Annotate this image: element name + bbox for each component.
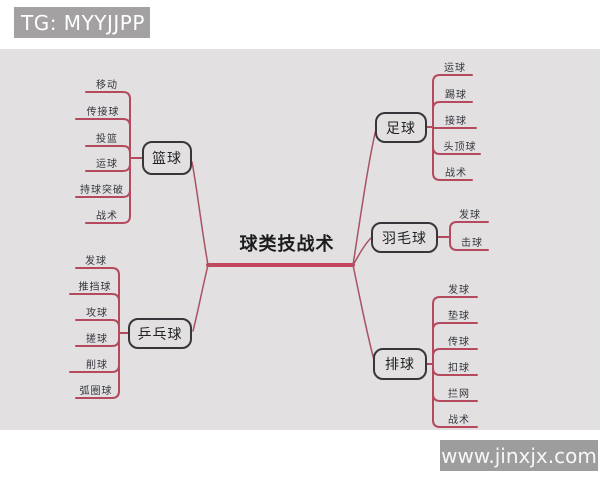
- main-branch-curves: [191, 128, 377, 361]
- branch-curve-badminton: [352, 237, 372, 266]
- node-basketball: 篮球: [142, 141, 192, 175]
- leaf-pingpong-3: 搓球: [86, 334, 108, 345]
- leaf-basketball-0: 移动: [96, 80, 118, 91]
- node-pingpong: 乒乓球: [128, 318, 192, 349]
- leaf-volleyball-4: 拦网: [448, 389, 470, 400]
- node-volleyball: 排球: [373, 348, 427, 380]
- watermark-badge-bottom: www.jinxjx.com: [440, 440, 598, 471]
- leaf-volleyball-3: 扣球: [448, 363, 470, 374]
- leaf-basketball-5: 战术: [96, 211, 118, 222]
- branch-curve-volleyball: [352, 264, 375, 361]
- node-soccer: 足球: [375, 112, 427, 143]
- node-badminton: 羽毛球: [371, 222, 438, 253]
- node-volleyball-label: 排球: [385, 357, 415, 373]
- leaf-pingpong-5: 弧圈球: [79, 386, 113, 397]
- bracket-volleyball: [426, 296, 478, 428]
- leaf-pingpong-4: 削球: [86, 360, 108, 371]
- leaf-soccer-3: 头顶球: [443, 142, 477, 153]
- leaf-volleyball-0: 发球: [448, 285, 470, 296]
- bracket-soccer: [426, 74, 481, 181]
- watermark-top-text: TG: MYYJJPP: [21, 10, 145, 35]
- leaf-soccer-0: 运球: [444, 63, 466, 74]
- leaf-soccer-4: 战术: [445, 168, 467, 179]
- bracket-badminton: [437, 221, 489, 251]
- watermark-bottom-text: www.jinxjx.com: [441, 443, 597, 468]
- leaf-soccer-1: 踢球: [445, 90, 467, 101]
- leaf-pingpong-2: 攻球: [86, 308, 108, 319]
- center-topic: 球类技战术: [239, 234, 335, 255]
- leaf-badminton-0: 发球: [459, 210, 481, 221]
- node-soccer-label: 足球: [386, 120, 416, 137]
- leaf-basketball-1: 传接球: [86, 107, 120, 118]
- leaf-pingpong-0: 发球: [85, 256, 107, 267]
- leaf-basketball-3: 运球: [96, 159, 118, 170]
- branch-curve-soccer: [352, 128, 377, 266]
- leaf-volleyball-1: 垫球: [448, 311, 470, 322]
- leaf-basketball-4: 持球突破: [80, 185, 124, 196]
- node-basketball-label: 篮球: [152, 151, 182, 167]
- watermark-badge-top: TG: MYYJJPP: [14, 7, 150, 38]
- mindmap-canvas: [0, 49, 600, 430]
- leaf-volleyball-2: 传球: [448, 337, 470, 348]
- bracket-pingpong: [69, 267, 129, 399]
- bracket-basketball: [75, 91, 143, 224]
- leaf-badminton-1: 击球: [461, 238, 483, 249]
- leaf-volleyball-5: 战术: [448, 415, 470, 426]
- branch-curve-basketball: [191, 161, 209, 266]
- leaf-pingpong-1: 推挡球: [78, 282, 112, 293]
- leaf-soccer-2: 接球: [445, 116, 467, 127]
- node-pingpong-label: 乒乓球: [137, 326, 183, 343]
- node-badminton-label: 羽毛球: [382, 230, 427, 247]
- branch-curve-pingpong: [192, 264, 209, 332]
- leaf-basketball-2: 投篮: [96, 134, 118, 145]
